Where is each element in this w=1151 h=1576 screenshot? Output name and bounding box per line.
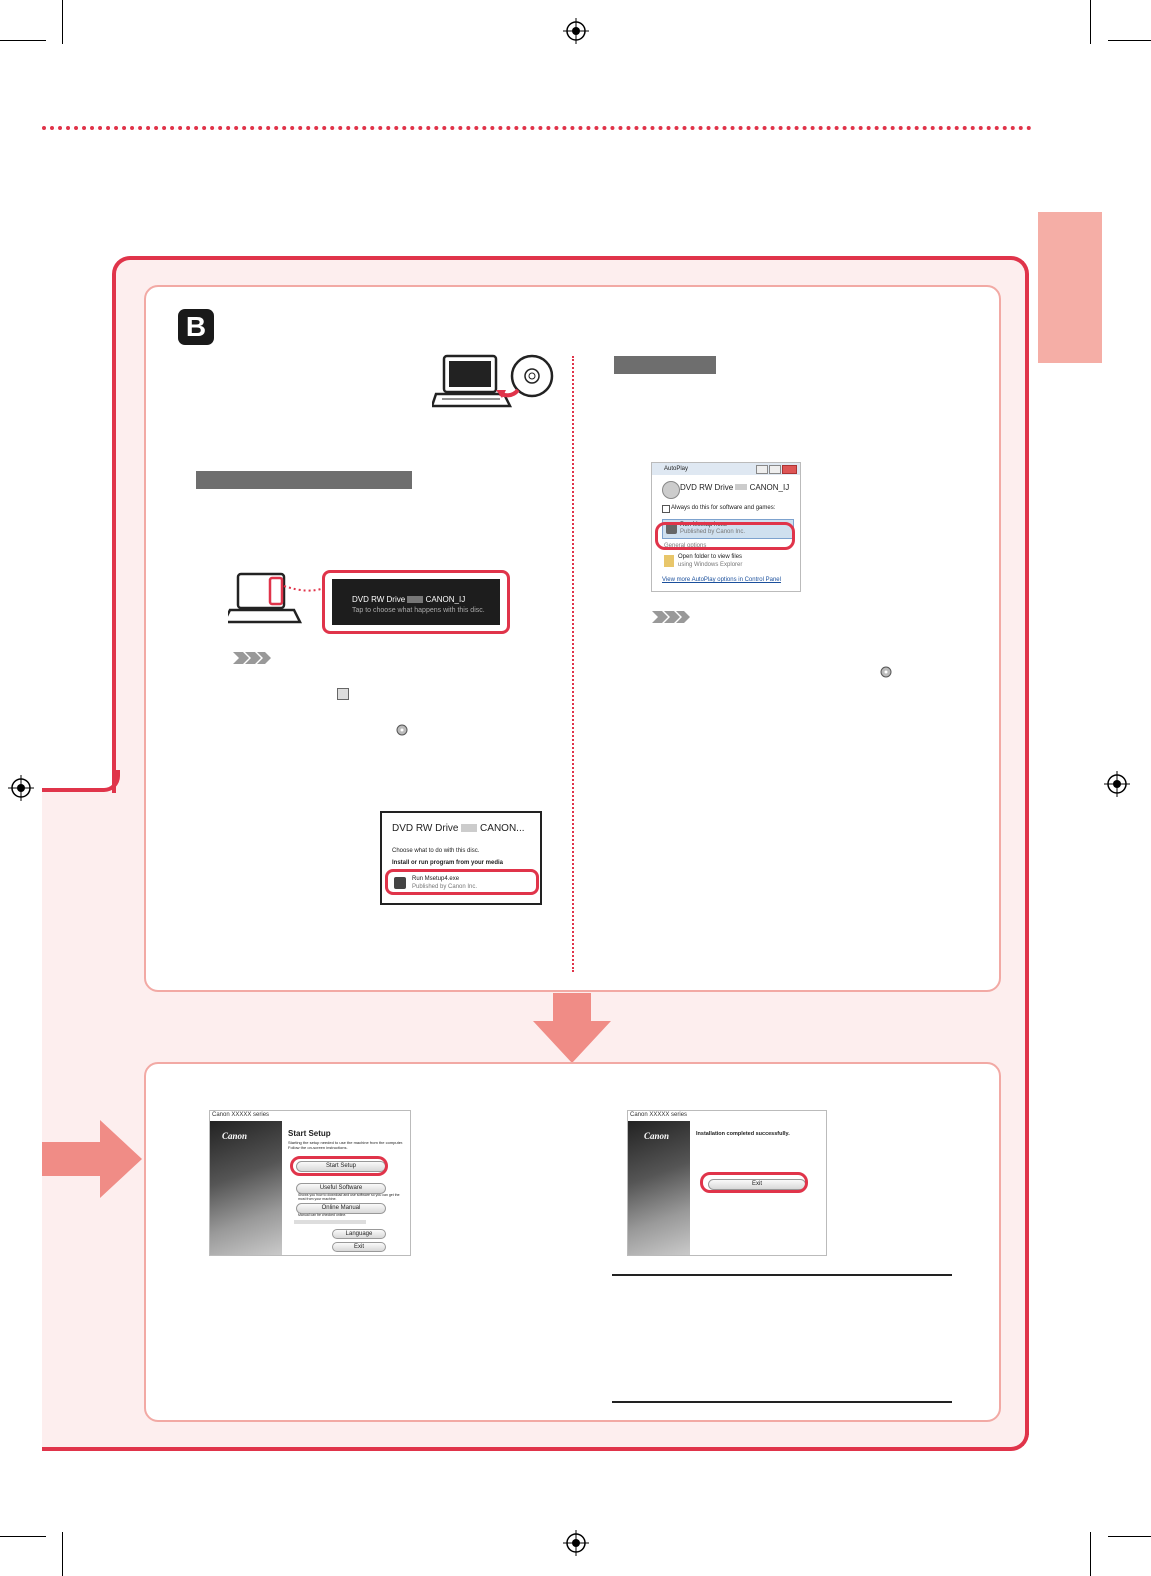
install-complete-message: Installation completed successfully. — [696, 1131, 790, 1137]
red-outline-top — [112, 256, 1029, 793]
redacted-box — [407, 596, 424, 604]
useful-software-button[interactable]: Useful Software — [296, 1183, 386, 1194]
start-setup-photo-panel: Canon — [210, 1121, 282, 1255]
start-setup-window: Canon XXXXX series Canon Start Setup Sta… — [209, 1110, 411, 1256]
dvd-dialog-line2: Install or run program from your media — [392, 860, 504, 866]
canon-logo: Canon — [222, 1131, 248, 1141]
setup-disc-icon — [396, 724, 408, 736]
dvd-dialog-label: CANON... — [480, 823, 525, 834]
folder-icon — [337, 688, 349, 700]
crop-mark — [1108, 40, 1151, 41]
folder-icon — [664, 555, 674, 567]
open-folder-title[interactable]: Open folder to view files — [678, 554, 743, 560]
note-arrows-icon — [652, 611, 690, 623]
registration-mark-icon — [563, 18, 589, 44]
laptop-disc-icon — [432, 354, 554, 408]
heading-bar-left — [196, 471, 412, 489]
column-separator-upper — [572, 356, 574, 972]
exit-button[interactable]: Exit — [332, 1242, 386, 1252]
dvd-dialog-line1: Choose what to do with this disc. — [392, 848, 480, 854]
canon-logo: Canon — [644, 1131, 670, 1141]
checkbox-row[interactable] — [294, 1220, 366, 1224]
setup-disc-icon — [880, 666, 892, 678]
run-msetup-highlight — [655, 522, 795, 550]
section-badge: B — [178, 309, 214, 345]
crop-mark — [1090, 1532, 1091, 1576]
registration-mark-icon — [8, 775, 34, 801]
start-setup-desc: Starting the setup needed to use the mac… — [288, 1140, 404, 1150]
dvd-toast-subtitle: Tap to choose what happens with this dis… — [352, 607, 485, 614]
redacted-box — [461, 824, 478, 833]
crop-mark — [1108, 1536, 1151, 1537]
autoplay-title: AutoPlay — [664, 466, 689, 472]
registration-mark-icon — [1104, 771, 1130, 797]
red-outline-notch — [42, 770, 120, 792]
general-options: General options — [664, 543, 707, 549]
red-outline-right — [1025, 780, 1029, 1435]
dvd-toast[interactable]: DVD RW Drive CANON_IJ Tap to choose what… — [332, 579, 500, 625]
dvd-toast-label: CANON_IJ — [425, 595, 466, 604]
header-dotted-rule — [42, 126, 1032, 130]
exit-highlight — [700, 1172, 808, 1193]
dvd-toast-highlight: DVD RW Drive CANON_IJ Tap to choose what… — [322, 570, 510, 634]
run-msetup-option[interactable]: Run Msetup4.exe Published by Canon Inc. — [385, 869, 539, 895]
online-manual-desc: Manual can be checked online. — [298, 1213, 347, 1217]
close-button[interactable] — [782, 465, 797, 474]
start-setup-heading: Start Setup — [288, 1129, 331, 1138]
crop-mark — [0, 40, 46, 41]
crop-mark — [62, 1532, 63, 1576]
dvd-dialog: DVD RW Drive CANON... Choose what to do … — [380, 811, 542, 905]
side-tab — [1038, 212, 1102, 363]
always-checkbox[interactable] — [662, 505, 670, 513]
install-complete-window: Canon XXXXX series Canon Installation co… — [627, 1110, 827, 1256]
language-button[interactable]: Language — [332, 1229, 386, 1239]
red-outline-bottom — [42, 1420, 1029, 1451]
rule-bottom — [612, 1401, 952, 1403]
right-arrow-icon — [42, 1120, 142, 1198]
control-panel-link[interactable]: View more AutoPlay options in Control Pa… — [662, 577, 781, 583]
setup-disc-icon — [666, 523, 677, 534]
rule-top — [612, 1274, 952, 1276]
autoplay-drive-title: DVD RW Drive — [680, 483, 734, 492]
start-setup-titlebar: Canon XXXXX series — [212, 1112, 270, 1118]
crop-mark — [62, 0, 63, 44]
autoplay-drive-label: CANON_IJ — [749, 483, 790, 492]
note-arrows-icon — [233, 652, 271, 664]
redacted-box — [735, 484, 748, 490]
setup-disc-icon — [394, 877, 406, 889]
start-setup-highlight — [290, 1156, 388, 1176]
always-checkbox-label: Always do this for software and games: — [671, 505, 776, 511]
run-msetup-title: Run Msetup4.exe — [680, 522, 728, 528]
drive-icon — [662, 481, 680, 499]
dvd-toast-title: DVD RW Drive — [352, 595, 406, 604]
registration-mark-icon — [563, 1530, 589, 1556]
heading-bar-right — [614, 356, 716, 374]
install-complete-titlebar: Canon XXXXX series — [630, 1112, 688, 1118]
down-arrow-icon — [533, 993, 611, 1063]
crop-mark — [1090, 0, 1091, 44]
laptop-icon — [228, 572, 325, 624]
install-photo-panel: Canon — [628, 1121, 690, 1255]
useful-software-desc: Shows you how to download and use softwa… — [298, 1193, 400, 1201]
dvd-dialog-title: DVD RW Drive — [392, 823, 459, 834]
autoplay-titlebar: AutoPlay — [652, 463, 800, 475]
maximize-button[interactable] — [769, 465, 781, 474]
run-msetup-sub: Published by Canon Inc. — [680, 529, 746, 535]
run-msetup-title: Run Msetup4.exe — [412, 876, 460, 882]
minimize-button[interactable] — [756, 465, 768, 474]
crop-mark — [0, 1536, 46, 1537]
open-folder-sub: using Windows Explorer — [678, 562, 743, 568]
online-manual-button[interactable]: Online Manual — [296, 1203, 386, 1214]
run-msetup-sub: Published by Canon Inc. — [412, 884, 478, 890]
